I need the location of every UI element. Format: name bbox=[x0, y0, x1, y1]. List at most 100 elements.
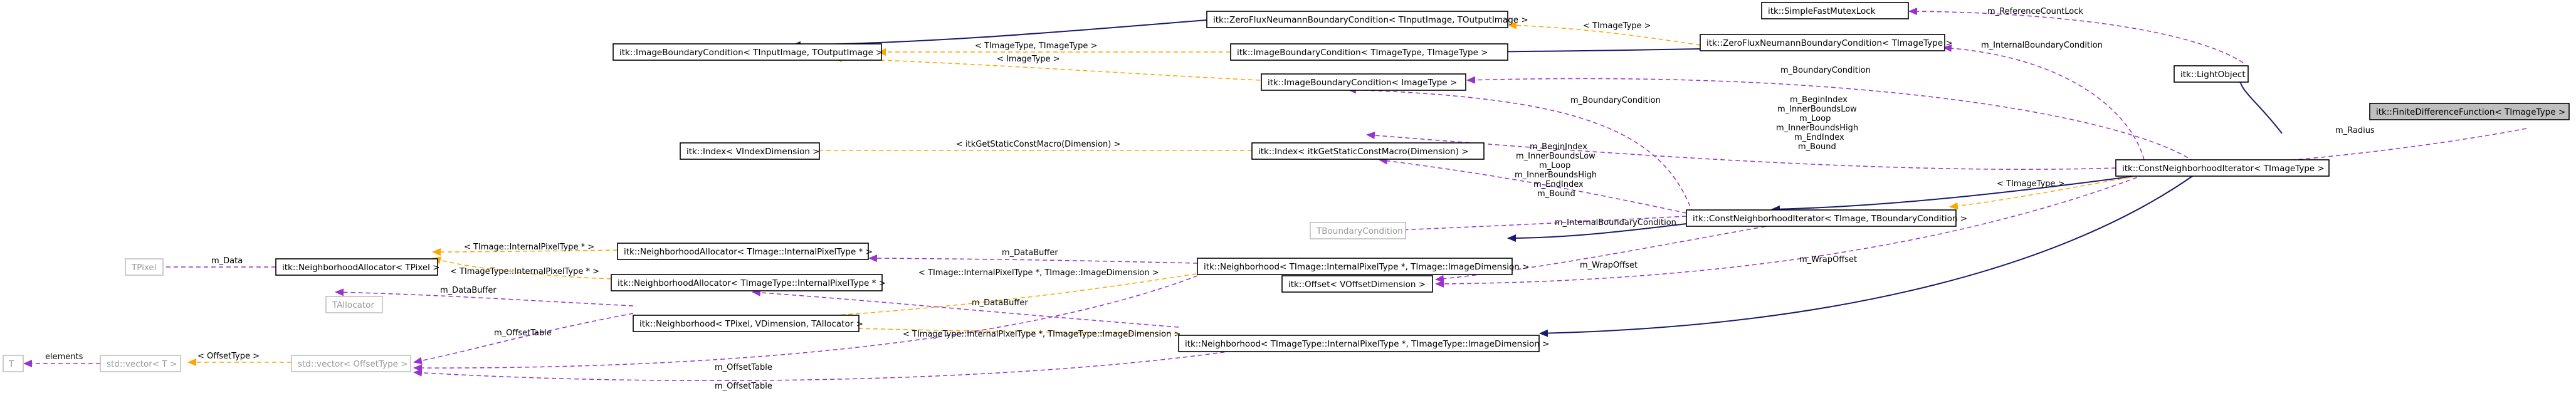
edge-label-nbr-1-1: m_InnerBoundsLow bbox=[1777, 105, 1857, 114]
edge-nbr-members-2 bbox=[1379, 157, 1687, 214]
node-zfn-in-out[interactable]: itk::ZeroFluxNeumannBoundaryCondition< T… bbox=[1206, 11, 1528, 28]
svg-text:TPixel: TPixel bbox=[131, 263, 156, 273]
node-finite-diff[interactable]: itk::FiniteDifferenceFunction< TImageTyp… bbox=[2369, 103, 2570, 120]
edge-label-wrap-offset-2: m_WrapOffset bbox=[1799, 255, 1857, 264]
svg-text:itk::Offset< VOffsetDimension: itk::Offset< VOffsetDimension > bbox=[1288, 280, 1426, 290]
svg-text:TBoundaryCondition: TBoundaryCondition bbox=[1316, 226, 1403, 236]
svg-text:itk::FiniteDifferenceFunction<: itk::FiniteDifferenceFunction< TImageTyp… bbox=[2376, 107, 2565, 117]
svg-text:itk::Neighborhood< TPixel, VDi: itk::Neighborhood< TPixel, VDimension, T… bbox=[639, 319, 863, 329]
edge-label-get-static-dim: < itkGetStaticConstMacro(Dimension) > bbox=[956, 140, 1120, 149]
edge-label-data-1: m_Data bbox=[211, 256, 243, 266]
edge-nbr-members-1 bbox=[1366, 132, 2116, 170]
edge-label-timagetype-pair: < TImageType, TImageType > bbox=[975, 41, 1097, 51]
edge-data-buffer-2 bbox=[335, 288, 634, 306]
edge-reference-count-lock bbox=[1908, 8, 2244, 63]
svg-text:itk::NeighborhoodAllocator< TI: itk::NeighborhoodAllocator< TImageType::… bbox=[618, 278, 886, 288]
node-index-vdim[interactable]: itk::Index< VIndexDimension > bbox=[680, 142, 820, 160]
edge-label-offset-type: < OffsetType > bbox=[197, 352, 260, 361]
edges bbox=[23, 8, 2527, 382]
node-tpixel[interactable]: TPixel bbox=[125, 258, 164, 276]
node-ibc-in-out[interactable]: itk::ImageBoundaryCondition< TInputImage… bbox=[612, 43, 883, 61]
edge-boundary-condition-2 bbox=[1347, 86, 1693, 214]
edge-label-wrap-offset-1: m_WrapOffset bbox=[1580, 261, 1638, 270]
edge-label-boundary-condition-1: m_BoundaryCondition bbox=[1780, 66, 1871, 75]
node-nalloc-timage[interactable]: itk::NeighborhoodAllocator< TImage::Inte… bbox=[617, 243, 873, 260]
svg-text:std::vector< T >: std::vector< T > bbox=[107, 359, 177, 369]
svg-text:itk::NeighborhoodAllocator< TP: itk::NeighborhoodAllocator< TPixel > bbox=[282, 263, 440, 273]
node-std-vector-t[interactable]: std::vector< T > bbox=[100, 355, 181, 372]
edge-label-offset-table-2: m_OffsetTable bbox=[715, 363, 772, 372]
node-nbr-timage[interactable]: itk::Neighborhood< TImage::InternalPixel… bbox=[1197, 258, 1529, 275]
svg-text:itk::ConstNeighborhoodIterator: itk::ConstNeighborhoodIterator< TImage, … bbox=[1693, 214, 1967, 224]
edge-data-buffer-1 bbox=[868, 254, 1198, 264]
edge-labels: < TImageType > m_ReferenceCountLock m_In… bbox=[45, 7, 2375, 391]
edge-label-nbr-2-2: m_Loop bbox=[1539, 161, 1570, 170]
edge-radius bbox=[2231, 128, 2527, 168]
node-index-static[interactable]: itk::Index< itkGetStaticConstMacro(Dimen… bbox=[1251, 142, 1485, 160]
svg-text:T: T bbox=[8, 359, 14, 369]
edge-label-offset-table-3: m_OffsetTable bbox=[715, 382, 772, 391]
node-const-nbr-iter[interactable]: itk::ConstNeighborhoodIterator< TImage, … bbox=[1686, 209, 1967, 227]
edge-label-nbr-1-3: m_InnerBoundsHigh bbox=[1776, 123, 1858, 133]
edge-label-timagetype-1: < TImageType > bbox=[1583, 21, 1651, 31]
edge-const-nbr-to-neighborhood bbox=[1507, 223, 1687, 242]
svg-text:itk::Index< itkGetStaticConstM: itk::Index< itkGetStaticConstMacro(Dimen… bbox=[1258, 147, 1469, 157]
edge-label-boundary-condition-2: m_BoundaryCondition bbox=[1570, 96, 1661, 105]
edge-label-nbr-2-4: m_EndIndex bbox=[1533, 180, 1584, 189]
node-ibc-img-img[interactable]: itk::ImageBoundaryCondition< TImageType,… bbox=[1230, 43, 1508, 61]
edge-label-data-buffer-1: m_DataBuffer bbox=[1002, 248, 1058, 258]
edge-label-offset-table-1: m_OffsetTable bbox=[494, 328, 552, 338]
edge-internal-boundary-1 bbox=[1943, 44, 2145, 160]
node-ibc-img[interactable]: itk::ImageBoundaryCondition< ImageType > bbox=[1261, 73, 1466, 91]
edge-const-iter-to-nbr-timagetype bbox=[1539, 174, 2195, 337]
svg-text:itk::ZeroFluxNeumannBoundaryCo: itk::ZeroFluxNeumannBoundaryCondition< T… bbox=[1706, 38, 1953, 48]
edge-label-timage-ipt-1: < TImage::InternalPixelType * > bbox=[464, 243, 594, 252]
nodes: itk::ZeroFluxNeumannBoundaryCondition< T… bbox=[3, 2, 2570, 372]
node-nalloc-pixel[interactable]: itk::NeighborhoodAllocator< TPixel > bbox=[275, 258, 440, 276]
edge-label-timage-ipt-dim: < TImage::InternalPixelType *, TImage::I… bbox=[918, 268, 1159, 278]
edge-label-radius: m_Radius bbox=[2335, 126, 2375, 135]
edge-label-data-buffer-3: m_DataBuffer bbox=[972, 298, 1028, 308]
node-nbr-tpixel[interactable]: itk::Neighborhood< TPixel, VDimension, T… bbox=[633, 315, 863, 332]
edge-label-nbr-2-3: m_InnerBoundsHigh bbox=[1515, 170, 1597, 180]
svg-text:itk::ImageBoundaryCondition< I: itk::ImageBoundaryCondition< ImageType > bbox=[1268, 78, 1457, 88]
svg-text:itk::Neighborhood< TImageType:: itk::Neighborhood< TImageType::InternalP… bbox=[1185, 339, 1549, 349]
edge-label-internal-boundary-2: m_InternalBoundaryCondition bbox=[1555, 218, 1676, 228]
edge-ibc-img-tpl bbox=[833, 55, 1261, 81]
edge-const-iter-tpl bbox=[1949, 174, 2145, 210]
edge-label-elements: elements bbox=[45, 352, 83, 362]
node-nalloc-timagetype[interactable]: itk::NeighborhoodAllocator< TImageType::… bbox=[611, 274, 886, 291]
edge-label-internal-boundary-1: m_InternalBoundaryCondition bbox=[1981, 41, 2103, 50]
svg-text:TAllocator: TAllocator bbox=[332, 300, 374, 310]
svg-text:std::vector< OffsetType >: std::vector< OffsetType > bbox=[298, 359, 408, 369]
edge-const-iter-to-const-nbr bbox=[1771, 167, 2195, 213]
svg-text:itk::ImageBoundaryCondition< T: itk::ImageBoundaryCondition< TInputImage… bbox=[619, 48, 883, 58]
node-tallocator[interactable]: TAllocator bbox=[325, 296, 383, 313]
edge-finite-diff-to-lightobject bbox=[2234, 75, 2283, 134]
svg-text:itk::ImageBoundaryCondition< T: itk::ImageBoundaryCondition< TImageType,… bbox=[1237, 48, 1488, 58]
node-tboundary[interactable]: TBoundaryCondition bbox=[1310, 222, 1406, 239]
node-std-vector-offset[interactable]: std::vector< OffsetType > bbox=[291, 355, 411, 372]
svg-text:itk::LightObject: itk::LightObject bbox=[2180, 70, 2246, 80]
node-simple-mutex[interactable]: itk::SimpleFastMutexLock bbox=[1761, 2, 1909, 19]
svg-text:itk::ZeroFluxNeumannBoundaryCo: itk::ZeroFluxNeumannBoundaryCondition< T… bbox=[1213, 15, 1528, 25]
edge-label-nbr-1-4: m_EndIndex bbox=[1794, 133, 1844, 142]
edge-nalloc-timage-tpl bbox=[432, 248, 618, 256]
svg-text:itk::SimpleFastMutexLock: itk::SimpleFastMutexLock bbox=[1768, 6, 1876, 16]
edge-boundary-condition-1 bbox=[1466, 76, 2195, 162]
edge-label-timagetype-ipt-dim: < TImageType::InternalPixelType *, TImag… bbox=[903, 330, 1180, 339]
svg-text:itk::Index< VIndexDimension >: itk::Index< VIndexDimension > bbox=[686, 147, 820, 157]
edge-label-timagetype-ipt-1: < TImageType::InternalPixelType * > bbox=[450, 267, 599, 276]
node-light-object[interactable]: itk::LightObject bbox=[2174, 65, 2249, 83]
edge-internal-boundary-2 bbox=[1397, 216, 1687, 234]
edge-zfn-img-tpl bbox=[1508, 21, 1701, 46]
node-offset-vdim[interactable]: itk::Offset< VOffsetDimension > bbox=[1281, 275, 1433, 293]
node-t[interactable]: T bbox=[3, 355, 24, 372]
edge-label-nbr-2-5: m_Bound bbox=[1537, 189, 1575, 199]
svg-text:itk::ConstNeighborhoodIterator: itk::ConstNeighborhoodIterator< TImageTy… bbox=[2122, 164, 2325, 174]
node-const-nbr-img[interactable]: itk::ConstNeighborhoodIterator< TImageTy… bbox=[2115, 159, 2330, 177]
node-nbr-timagetype[interactable]: itk::Neighborhood< TImageType::InternalP… bbox=[1178, 335, 1549, 352]
edge-label-timagetype-2: < TImageType > bbox=[1997, 179, 2065, 189]
node-zfn-img[interactable]: itk::ZeroFluxNeumannBoundaryCondition< T… bbox=[1700, 34, 1953, 51]
